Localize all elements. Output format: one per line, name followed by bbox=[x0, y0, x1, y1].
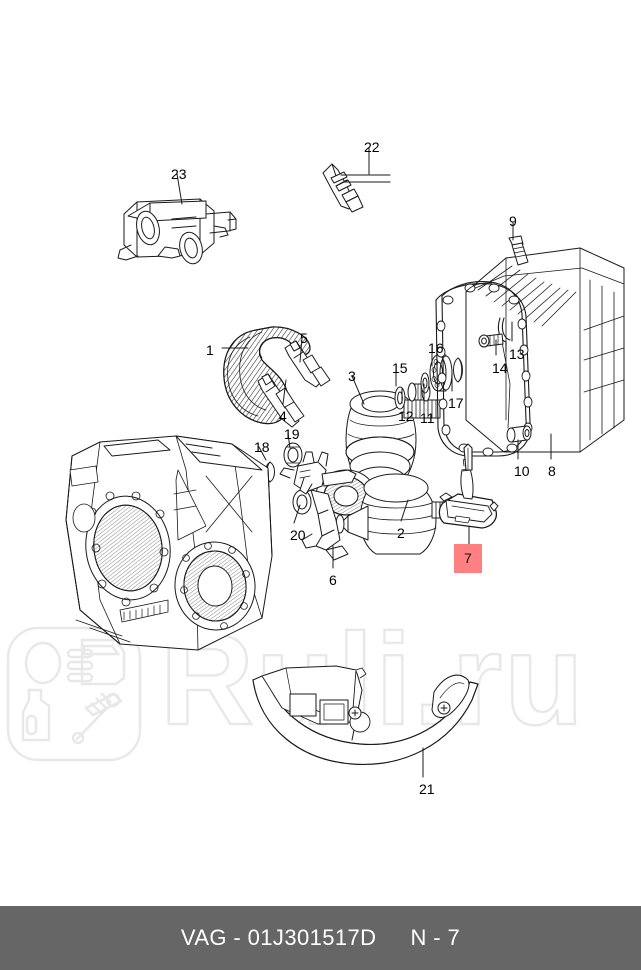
footer-bar: VAG - 01J301517D N - 7 bbox=[0, 906, 641, 970]
leader-line-5 bbox=[299, 337, 303, 363]
part-12-washer bbox=[394, 386, 406, 410]
callout-13: 13 bbox=[509, 346, 525, 362]
callout-7: 7 bbox=[454, 544, 482, 573]
callout-4: 4 bbox=[279, 408, 287, 424]
callout-1: 1 bbox=[206, 342, 214, 358]
part-10-plug bbox=[506, 425, 532, 443]
part-21-oil-pan bbox=[252, 665, 479, 766]
leader-line-23 bbox=[176, 173, 183, 205]
callout-23: 23 bbox=[171, 166, 187, 182]
diagram-canvas: Ruli.ru bbox=[6, 139, 625, 797]
callout-12: 12 bbox=[398, 408, 414, 424]
callout-20: 20 bbox=[290, 527, 306, 543]
part-4-wedge bbox=[257, 373, 305, 428]
bolt-icon bbox=[437, 701, 451, 715]
part-7-oil-strainer bbox=[438, 443, 499, 529]
callout-11: 11 bbox=[420, 410, 435, 426]
part-5-wedge bbox=[284, 340, 331, 388]
callout-8: 8 bbox=[548, 463, 556, 479]
callout-6: 6 bbox=[329, 572, 337, 588]
transmission-housing bbox=[65, 435, 273, 651]
technical-drawing bbox=[65, 147, 625, 778]
callout-10: 10 bbox=[514, 463, 530, 479]
leader-line-18 bbox=[258, 446, 267, 461]
part-23-shift-bracket bbox=[117, 198, 237, 265]
drain-plug-icon bbox=[348, 706, 362, 720]
rear-housing-cover bbox=[465, 247, 625, 453]
leader-line-3 bbox=[351, 375, 365, 405]
callout-2: 2 bbox=[397, 525, 405, 541]
leader-line-2 bbox=[400, 499, 409, 522]
leader-line-20 bbox=[293, 504, 301, 524]
leader-line-19 bbox=[287, 433, 291, 449]
callout-14: 14 bbox=[492, 360, 508, 376]
leader-line-4 bbox=[282, 379, 287, 405]
callout-15: 15 bbox=[392, 360, 408, 376]
callout-19: 19 bbox=[284, 426, 300, 442]
callout-16: 16 bbox=[428, 340, 444, 356]
part-22-sensor bbox=[322, 163, 391, 213]
callout-21: 21 bbox=[419, 781, 435, 797]
callout-9: 9 bbox=[509, 213, 517, 229]
part-20-bearing bbox=[292, 489, 312, 515]
part-14-plug bbox=[478, 334, 490, 348]
callout-17: 17 bbox=[448, 395, 464, 411]
part-17-snap-ring bbox=[453, 357, 463, 383]
part-19-bearing bbox=[283, 442, 303, 468]
part-6-selector-linkage bbox=[279, 451, 357, 561]
part-reference-text: VAG - 01J301517D bbox=[180, 925, 377, 950]
callout-18: 18 bbox=[254, 439, 270, 455]
page-reference-text: N - 7 bbox=[410, 925, 461, 950]
callout-3: 3 bbox=[348, 368, 356, 384]
part-11-washer bbox=[420, 372, 430, 394]
callout-22: 22 bbox=[364, 139, 380, 155]
callout-5: 5 bbox=[300, 330, 308, 346]
